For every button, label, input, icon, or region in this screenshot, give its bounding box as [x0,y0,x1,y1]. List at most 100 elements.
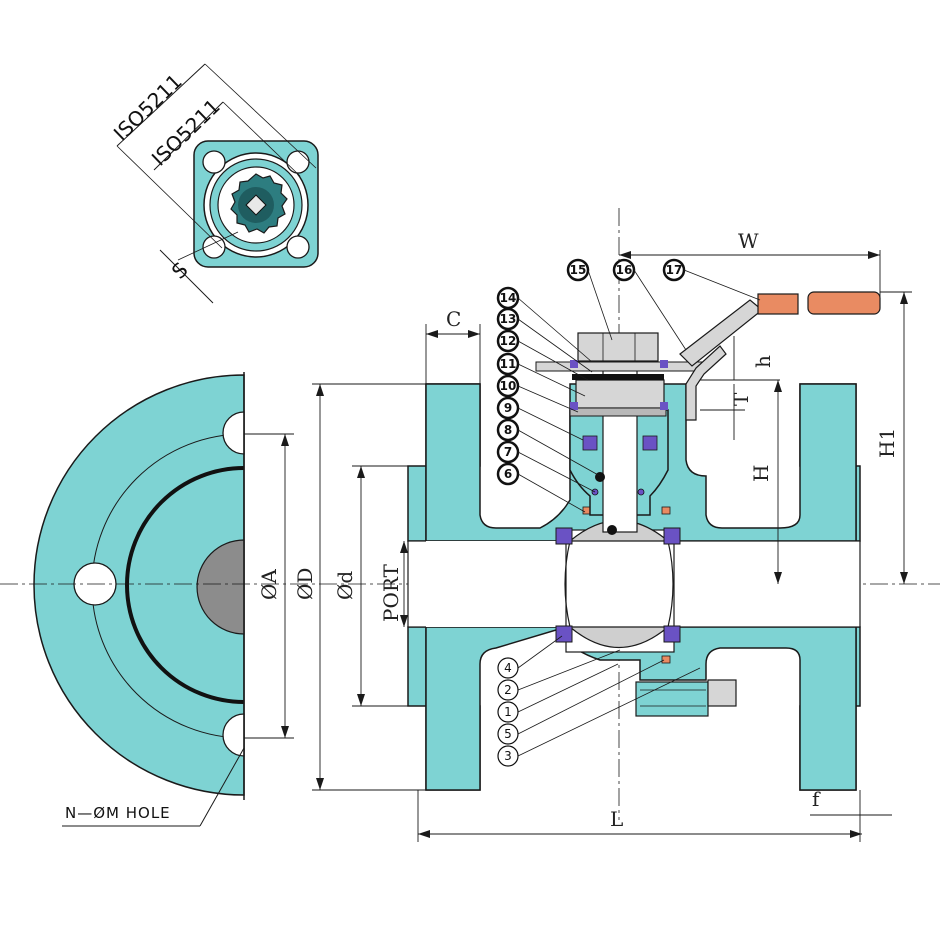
callout-14: 14 [496,286,520,310]
callout-leaders [517,269,761,757]
iso-inner-dim-line [153,101,224,171]
callout-1: 1 [497,701,519,723]
callout-number: 12 [500,334,517,348]
dim-dd: Ød [333,571,357,600]
callout-number: 8 [504,423,512,437]
lock-tab [660,360,668,368]
dim-d: ØD [293,568,317,600]
callout-leader [517,649,621,691]
dim-c: C [446,307,461,331]
o-ring [637,488,645,496]
callout-leader [517,318,593,373]
flange-bolt-hole-bottom [222,713,245,757]
hole-note: N—ØM HOLE [65,804,171,822]
callout-leader [517,663,619,713]
callout-number: 9 [504,401,512,415]
seat [663,527,681,545]
callout-leader [633,269,687,351]
bolt-hole [286,235,310,259]
callout-leader [517,473,586,513]
stop-plate [535,361,707,372]
body-gasket [661,506,671,515]
callout-number: 17 [666,263,683,277]
callout-leader [517,451,596,493]
callout-number: 15 [570,263,587,277]
callout-number: 3 [504,749,512,763]
callout-2: 2 [497,679,519,701]
callout-leader [517,667,701,757]
bottom-bolt [635,681,709,717]
handle-bracket [685,345,727,421]
callout-5: 5 [497,723,519,745]
callout-number: 16 [616,263,633,277]
iso-inner-ext [222,101,301,177]
dim-f: f [812,787,821,811]
callout-8: 8 [496,418,520,442]
s-ext [177,231,239,261]
packing [582,435,598,451]
callout-number: 7 [504,445,512,459]
packing [642,435,658,451]
body-section [0,208,940,820]
callout-11: 11 [496,352,520,376]
callout-4: 4 [497,657,519,679]
o-ring [595,472,605,482]
callout-number: 13 [500,312,517,326]
body-lower [425,626,857,791]
raised-face [125,466,245,704]
dim-t: T [729,392,753,406]
callout-leader [517,635,563,669]
callout-6: 6 [496,462,520,486]
bottom-bolt-head [707,679,737,707]
callout-number: 5 [504,727,512,741]
port-left [426,541,566,627]
belleville-washer [572,374,664,380]
ball-right-edge [667,540,674,628]
callout-number: 14 [500,291,517,305]
callout-17: 17 [662,258,686,282]
dimensions [244,250,912,842]
callout-12: 12 [496,329,520,353]
handle-grip-right [807,291,881,315]
dim-w: W [738,229,759,253]
callout-15: 15 [566,258,590,282]
callout-leader [683,269,761,301]
callout-leader [517,297,593,363]
callout-10: 10 [496,374,520,398]
callout-13: 13 [496,307,520,331]
callouts-open: 4 2 1 5 3 [497,657,519,767]
dim-l: L [610,807,623,831]
top-view: ISO5211 ISO5211 S [109,63,319,304]
washer [569,407,667,417]
stem-square [245,194,267,216]
lock-tab [660,402,668,410]
callout-7: 7 [496,440,520,464]
callout-number: 6 [504,467,512,481]
callout-leader [517,385,579,413]
lock-tab [570,402,578,410]
callout-leader [587,269,613,341]
callout-leader [517,659,665,735]
callout-number: 1 [504,705,512,719]
callout-leader [517,429,601,477]
s-label: S [167,258,193,284]
callout-leader [517,407,584,441]
dim-h1: H1 [875,428,899,458]
callout-number: 10 [500,379,517,393]
handle-nut [577,332,659,362]
dim-h-small: h [751,355,775,368]
bore [196,539,245,635]
callout-9: 9 [496,396,520,420]
s-dim-line [159,249,214,304]
stem-pin [607,525,617,535]
flange-end-view: N—ØM HOLE [33,372,245,827]
callout-number: 4 [504,661,512,675]
ball-left-edge [564,540,571,628]
seat [555,527,573,545]
iso-outer-ext [204,63,317,169]
dim-h: H [749,465,773,482]
body-gasket [661,655,671,664]
callout-number: 2 [504,683,512,697]
